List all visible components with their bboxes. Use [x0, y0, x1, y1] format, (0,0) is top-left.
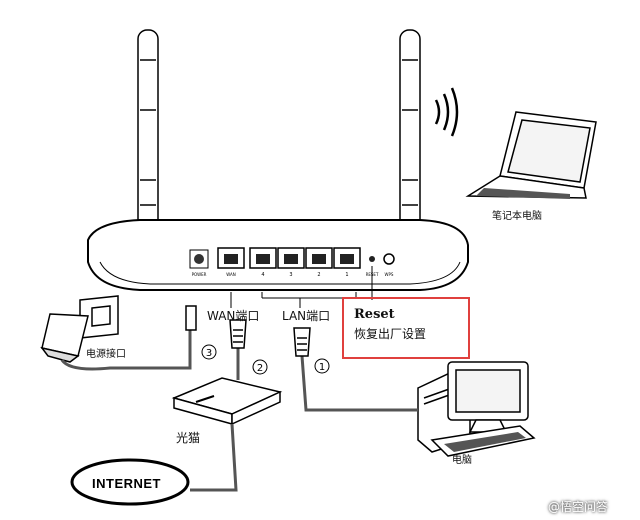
internet-label: INTERNET — [92, 476, 161, 491]
power-cable — [60, 330, 192, 371]
router-wps-button[interactable] — [383, 253, 395, 265]
modem-label: 光猫 — [176, 431, 201, 445]
step-1-marker — [314, 358, 330, 374]
laptop-label: 笔记本电脑 — [492, 211, 542, 222]
port-label-lan2: 2 — [317, 272, 320, 278]
step-3-marker — [201, 344, 217, 360]
reset-description: 恢复出厂设置 — [354, 327, 427, 341]
reset-title: Reset — [354, 307, 395, 322]
port-label-wan: WAN — [226, 272, 235, 277]
internet-cable — [190, 423, 238, 492]
step-1-label: 1 — [319, 362, 325, 373]
router-body: POWER WAN 4 3 2 1 RESET WPS — [87, 219, 469, 291]
port-label-power: POWER — [192, 272, 207, 277]
laptop-icon — [465, 111, 597, 199]
watermark: @悟空问答 — [548, 500, 609, 514]
callout-lines — [230, 266, 373, 308]
power-port-label: 电源接口 — [86, 349, 126, 360]
computer-label: 电脑 — [452, 455, 472, 466]
step-2-label: 2 — [257, 363, 263, 374]
port-label-lan4: 4 — [261, 272, 264, 278]
port-label-lan1: 1 — [345, 272, 348, 278]
cables — [60, 330, 418, 492]
step-markers — [201, 344, 330, 375]
power-adapter-icon — [40, 295, 119, 363]
reset-highlight-box: Reset 恢复出厂设置 — [342, 297, 470, 359]
step-2-marker — [252, 359, 268, 375]
port-label-wps: WPS — [385, 272, 394, 277]
desktop-computer-icon — [417, 361, 536, 457]
router-reset-button[interactable] — [369, 256, 375, 262]
rj45-connectors — [185, 305, 311, 357]
lan-cable — [300, 355, 418, 412]
wan-port-label: WAN端口 — [207, 309, 260, 323]
wireless-signal-icon — [434, 87, 459, 137]
lan-port-label: LAN端口 — [282, 309, 331, 323]
step-3-label: 3 — [206, 348, 212, 359]
internet-cloud-icon — [70, 458, 190, 506]
optical-modem-icon — [171, 377, 283, 426]
port-label-lan3: 3 — [289, 272, 292, 278]
